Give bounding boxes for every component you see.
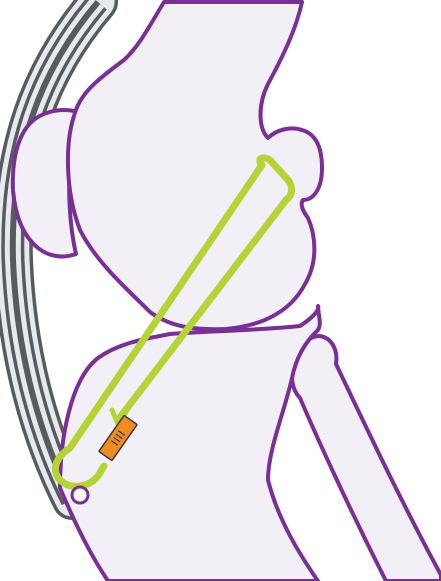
tunnel-exit-circle (72, 487, 88, 503)
femur (68, 2, 322, 329)
fibula (292, 336, 441, 581)
tibia (60, 306, 320, 581)
